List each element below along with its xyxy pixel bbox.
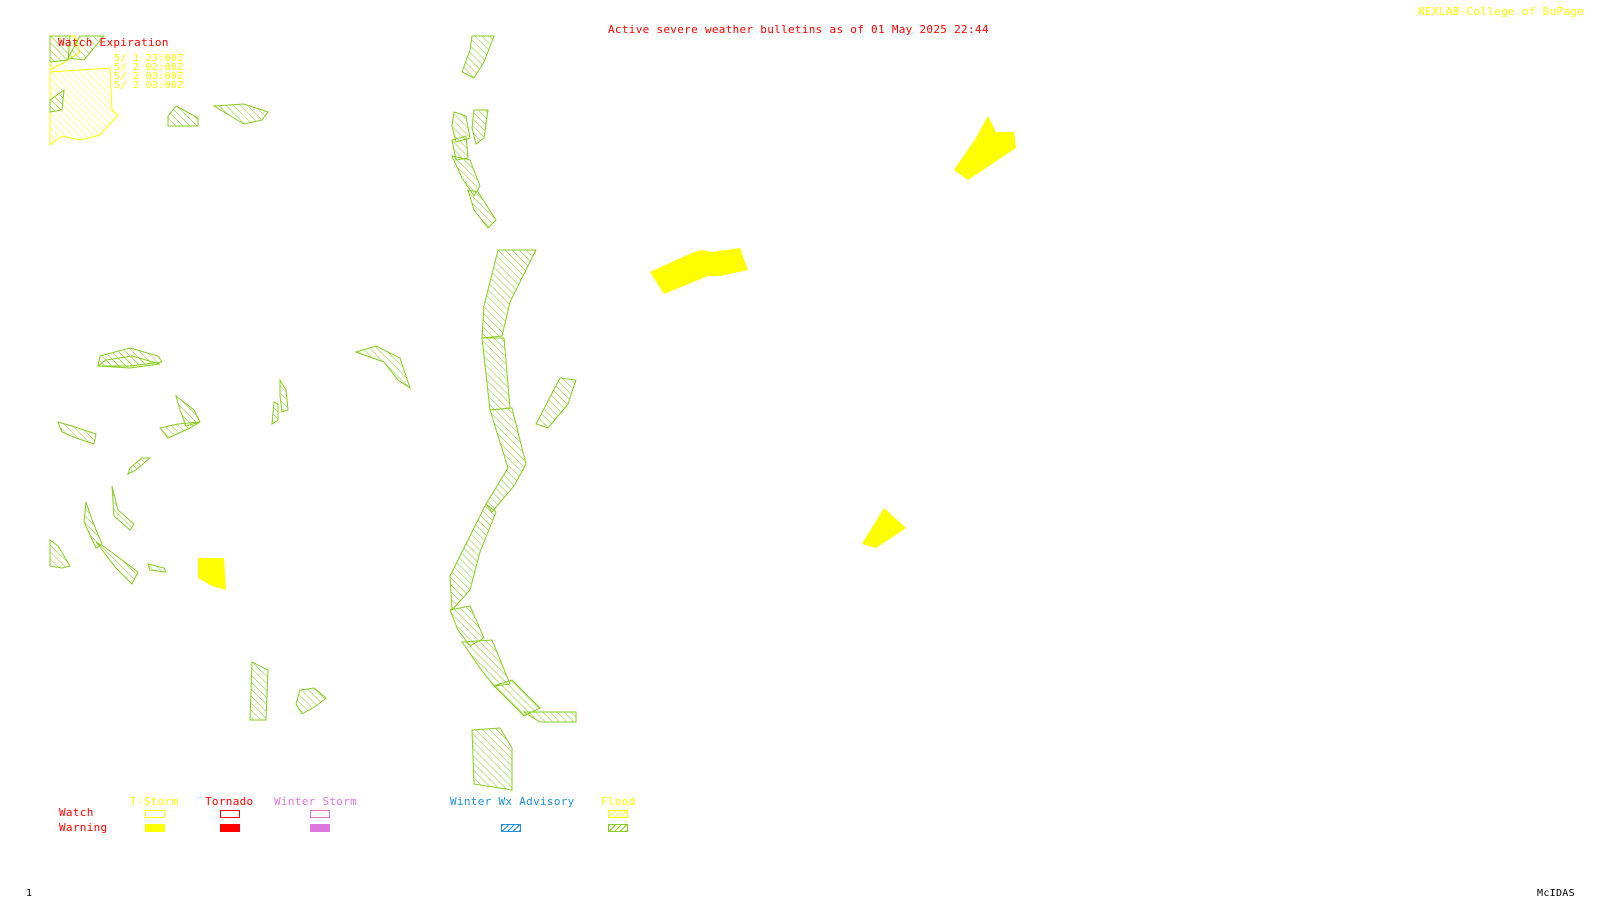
page-title: Active severe weather bulletins as of 01…	[608, 23, 989, 36]
winter-storm-watch-swatch	[310, 810, 330, 818]
legend-winter-storm-label: Winter Storm	[274, 795, 358, 808]
watch-expiration-list: 5/ 1 23:00Z 5/ 2 02:00Z 5/ 2 03:00Z 5/ 2…	[114, 53, 184, 91]
expiration-time: 5/ 1 23:00Z	[114, 53, 184, 64]
legend-tstorm-label: T-Storm	[130, 795, 179, 808]
expiration-time: 5/ 2 02:00Z	[114, 62, 184, 73]
watch-expiration-title: Watch Expiration	[58, 36, 169, 49]
tornado-warning-swatch	[220, 824, 240, 832]
software-label: McIDAS	[1537, 888, 1575, 899]
winter-storm-warning-swatch	[310, 824, 330, 832]
legend-row-watch: Watch	[59, 806, 94, 819]
legend-flood-label: Flood	[601, 795, 636, 808]
expiration-time: 5/ 2 03:00Z	[114, 71, 184, 82]
flood-watch-swatch	[608, 810, 628, 818]
legend-tornado-label: Tornado	[205, 795, 254, 808]
credit-label: NEXLAB-College of DuPage	[1418, 5, 1585, 18]
tstorm-warning-areas	[198, 116, 1016, 590]
frame-number: 1	[26, 888, 33, 899]
tstorm-watch-swatch	[145, 810, 165, 818]
flood-warning-swatch	[608, 824, 628, 832]
tstorm-warning-swatch	[145, 824, 165, 832]
winter-wx-advisory-swatch	[501, 824, 521, 832]
legend-winter-wx-advisory-label: Winter Wx Advisory	[450, 795, 575, 808]
expiration-time: 5/ 2 03:00Z	[114, 80, 184, 91]
flood-warning-areas	[49, 35, 577, 791]
tornado-watch-swatch	[220, 810, 240, 818]
legend-row-warning: Warning	[59, 821, 108, 834]
